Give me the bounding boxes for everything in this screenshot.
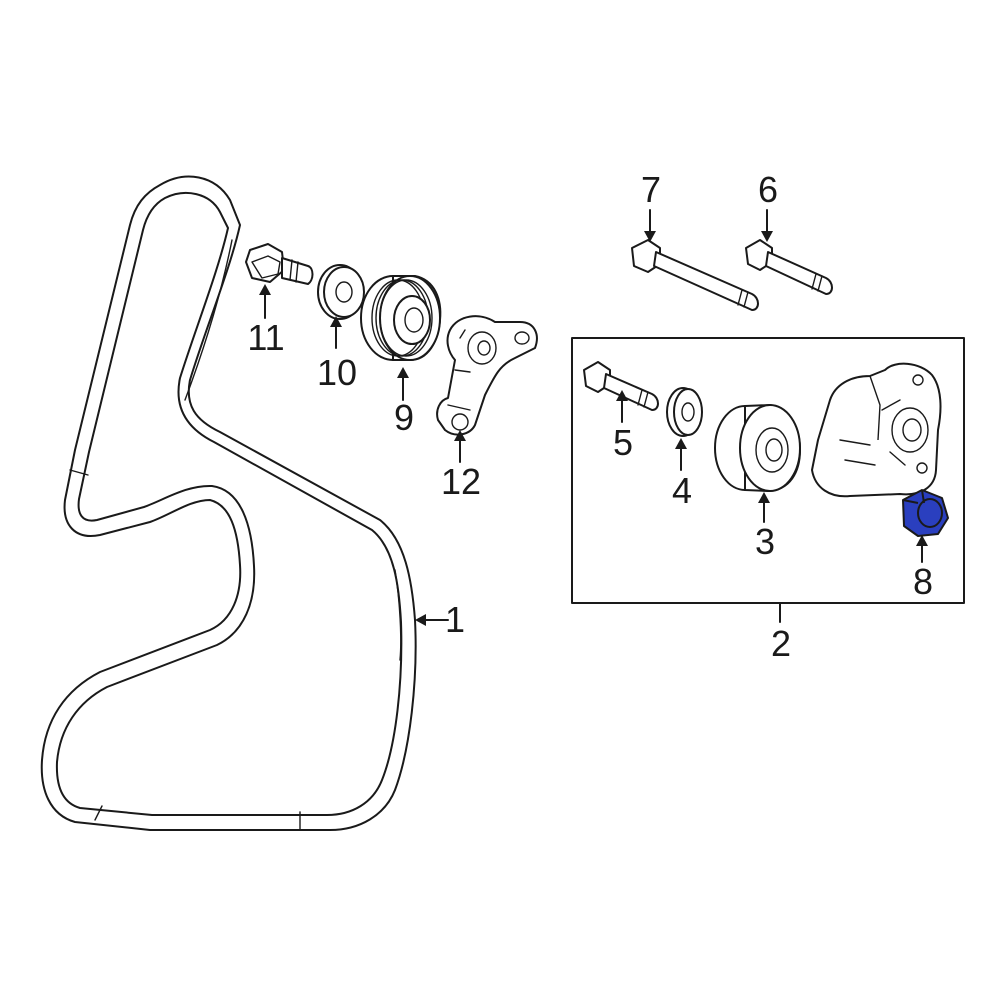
tensioner-bracket-12[interactable] — [436, 315, 538, 436]
callout-3[interactable]: 3 — [755, 492, 775, 562]
callout-8[interactable]: 8 — [913, 535, 933, 602]
callout-label-4: 4 — [672, 470, 692, 511]
callout-5[interactable]: 5 — [613, 390, 633, 463]
arrow-10 — [330, 316, 342, 327]
idler-pulley-3[interactable] — [714, 404, 801, 492]
callout-12[interactable]: 12 — [441, 430, 481, 502]
callout-label-8: 8 — [913, 561, 933, 602]
callout-9[interactable]: 9 — [394, 367, 414, 438]
callout-label-5: 5 — [613, 422, 633, 463]
washer-4[interactable] — [666, 387, 703, 437]
callout-4[interactable]: 4 — [672, 438, 692, 511]
callout-label-10: 10 — [317, 352, 357, 393]
arrow-3 — [758, 492, 770, 503]
callout-7[interactable]: 7 — [641, 169, 661, 242]
callout-label-3: 3 — [755, 521, 775, 562]
tensioner-housing[interactable] — [811, 362, 942, 498]
bolt-11[interactable] — [245, 243, 314, 285]
arrow-6 — [761, 231, 773, 242]
callout-2[interactable]: 2 — [771, 602, 791, 664]
arrow-12 — [454, 430, 466, 441]
bolt-6[interactable] — [745, 239, 833, 295]
callout-6[interactable]: 6 — [758, 169, 778, 242]
bolt-5[interactable] — [583, 361, 659, 411]
callout-label-2: 2 — [771, 623, 791, 664]
arrow-7 — [644, 231, 656, 242]
tensioner-assembly-box[interactable] — [571, 337, 965, 604]
callout-label-1: 1 — [445, 599, 465, 640]
arrow-9 — [397, 367, 409, 378]
callout-10[interactable]: 10 — [317, 316, 357, 393]
long-bolt-7[interactable] — [631, 239, 759, 311]
assembly-frame — [571, 337, 965, 604]
callout-label-6: 6 — [758, 169, 778, 210]
arrow-1 — [415, 614, 426, 626]
callout-1[interactable]: 1 — [415, 599, 465, 640]
callout-label-12: 12 — [441, 461, 481, 502]
callout-11[interactable]: 11 — [247, 284, 285, 358]
hex-nut-8-face — [917, 498, 943, 528]
arrow-5 — [616, 390, 628, 401]
callout-label-7: 7 — [641, 169, 661, 210]
washer-10[interactable] — [317, 264, 365, 320]
callout-label-11: 11 — [247, 317, 284, 358]
arrow-11 — [259, 284, 271, 295]
arrow-8 — [916, 535, 928, 546]
arrow-4 — [675, 438, 687, 449]
hex-nut-8[interactable] — [902, 489, 949, 537]
callout-label-9: 9 — [394, 397, 414, 438]
drive-belt[interactable] — [40, 175, 417, 831]
idler-pulley-9[interactable] — [360, 275, 442, 361]
